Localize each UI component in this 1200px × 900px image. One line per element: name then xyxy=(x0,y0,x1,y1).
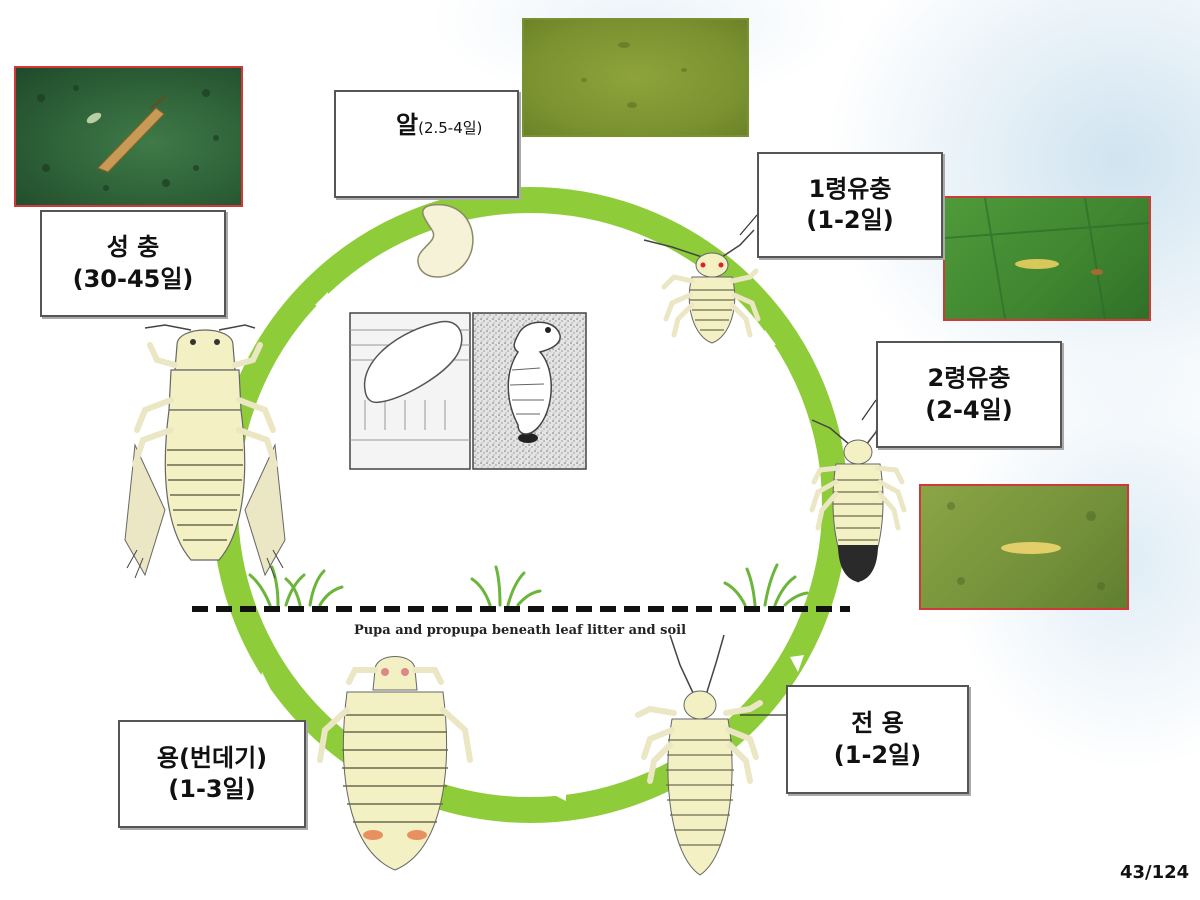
leaf-tissue-inset xyxy=(350,313,470,469)
cycle-ring xyxy=(225,200,835,810)
arrow-3 xyxy=(798,440,812,458)
label-adult-duration: (30-45일) xyxy=(73,264,194,295)
soil-caption: Pupa and propupa beneath leaf litter and… xyxy=(354,623,686,638)
prepupa-illustration xyxy=(638,635,760,875)
label-egg-duration: (2.5-4일) xyxy=(418,119,482,137)
page-number: 43/124 xyxy=(1120,862,1189,883)
pupa-illustration xyxy=(320,657,470,871)
photo-instar1-insect xyxy=(945,198,1149,319)
label-pupa-duration: (1-3일) xyxy=(168,774,255,805)
larva-emerging-inset xyxy=(473,313,586,469)
photo-adult-insect xyxy=(16,68,241,205)
label-prepupa: 전 용 (1-2일) xyxy=(786,685,969,794)
label-adult: 성 충 (30-45일) xyxy=(40,210,226,317)
label-adult-name: 성 충 xyxy=(107,232,160,263)
label-instar1-duration: (1-2일) xyxy=(806,205,893,236)
label-instar2-name: 2령유충 xyxy=(928,363,1011,394)
label-pupa: 용(번데기) (1-3일) xyxy=(118,720,306,828)
label-prepupa-duration: (1-2일) xyxy=(834,740,921,771)
egg-illustration xyxy=(418,205,473,277)
photo-egg-texture xyxy=(524,20,747,135)
label-prepupa-name: 전 용 xyxy=(851,708,904,739)
photo-instar2-insect xyxy=(921,486,1127,608)
grass-tuft-right xyxy=(725,565,807,605)
photo-egg xyxy=(522,18,749,137)
label-instar2-duration: (2-4일) xyxy=(925,395,1012,426)
photo-adult xyxy=(14,66,243,207)
grass-tufts xyxy=(250,565,807,605)
arrow-1 xyxy=(575,232,592,248)
label-egg-text: 알(2.5-4일) xyxy=(396,110,482,141)
label-egg: 알(2.5-4일) xyxy=(334,90,519,198)
photo-instar2 xyxy=(919,484,1129,610)
label-instar1: 1령유충 (1-2일) xyxy=(757,152,943,258)
label-instar2: 2령유충 (2-4일) xyxy=(876,341,1062,448)
label-egg-name: 알 xyxy=(396,111,418,139)
label-instar1-name: 1령유충 xyxy=(809,174,892,205)
photo-instar1 xyxy=(943,196,1151,321)
label-pupa-name: 용(번데기) xyxy=(157,743,267,774)
grass-tuft-center xyxy=(472,567,540,605)
